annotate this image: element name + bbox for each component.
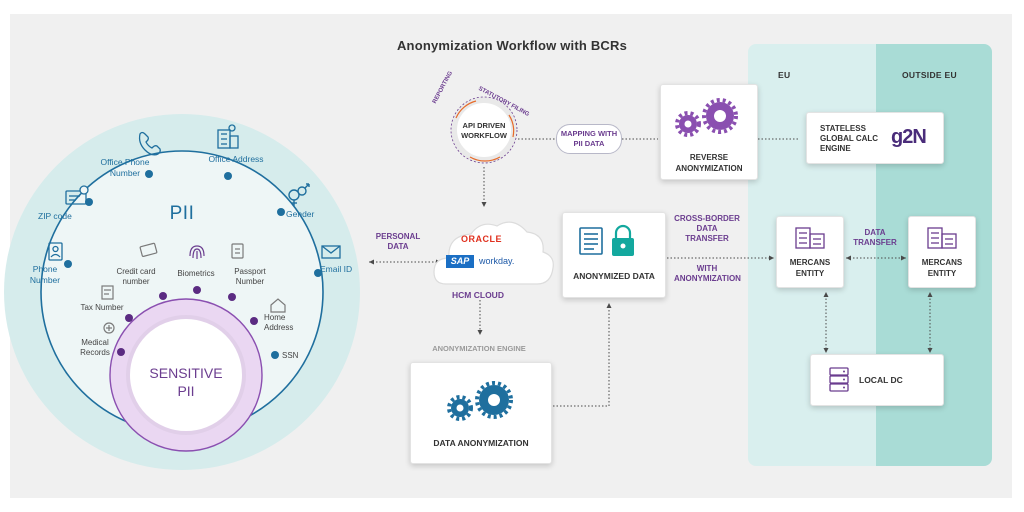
reverse-anonymization-label: REVERSE ANONYMIZATION [675,153,743,173]
passport-label: Passport Number [234,267,266,286]
tax-number-label: Tax Number [80,303,124,312]
pii-title: PII [169,203,195,224]
stateless-engine-label: STATELESS GLOBAL CALC ENGINE [820,124,879,153]
sensitive-pii-title: SENSITIVE PII [149,365,223,399]
engine-to-anonymized-line [553,306,610,407]
credit-card-icon [139,242,158,258]
eu-region-label: EU [778,70,791,80]
credit-card-label: Credit card number [116,267,156,286]
data-anonymization-card: DATA ANONYMIZATION [410,362,552,464]
data-anonymization-label: DATA ANONYMIZATION [433,438,529,448]
document-icon [579,227,603,255]
email-icon [321,245,341,259]
local-dc-label: LOCAL DC [859,375,903,385]
building-icon [217,124,239,149]
office-address-label: Office Address [208,154,264,164]
anonymization-engine-label: ANONYMIZATION ENGINE [432,344,526,353]
mercans-eu-label: MERCANS ENTITY [789,258,831,278]
lock-icon [612,224,634,256]
mercans-outside-label: MERCANS ENTITY [921,258,963,278]
stateless-engine-card: STATELESS GLOBAL CALC ENGINE g2N [806,112,944,164]
pii-ring-dots [64,170,322,359]
gender-label: Gender [286,209,315,219]
reverse-anonymization-card: REVERSE ANONYMIZATION [660,84,758,180]
biometrics-label: Biometrics [177,269,215,278]
gender-icon [288,183,310,206]
zip-card-icon [65,185,89,205]
sensitive-core [126,315,246,435]
passport-icon [231,243,244,259]
local-dc-card: LOCAL DC [810,354,944,406]
sensitive-ring-dots [117,286,258,356]
ssn-label: SSN [282,351,299,360]
diagram-title: Anonymization Workflow with BCRs [396,38,628,53]
sap-logo: SAP [446,255,474,268]
home-address-label: Home Address [264,313,294,332]
home-icon [270,298,286,313]
cross-border-label: CROSS-BORDER DATA TRANSFER [674,214,740,243]
workday-logo: workday. [479,256,515,266]
mapping-pii-pill: MAPPING WITH PII DATA [556,124,622,154]
email-id-label: Email ID [320,264,353,274]
g2n-logo: g2N [891,126,927,148]
hcm-cloud-label: HCM CLOUD [452,290,504,300]
medical-icon [103,322,115,334]
anonymized-data-label: ANONYMIZED DATA [573,271,655,281]
with-anonymization-label: WITH ANONYMIZATION [674,264,741,283]
office-phone-label: Office Phone Number [100,157,150,178]
tax-document-icon [101,285,114,300]
contact-book-icon [48,242,63,261]
personal-data-label: PERSONAL DATA [375,232,421,251]
api-workflow-label: API DRIVEN WORKFLOW [461,121,507,140]
oracle-logo: ORACLE [461,234,502,244]
outside-eu-region-label: OUTSIDE EU [902,70,957,80]
zip-code-label: ZIP code [38,211,72,221]
phone-number-label: Phone Number [29,264,61,285]
medical-records-label: Medical Records [80,338,110,357]
phone-icon [138,131,161,156]
fingerprint-icon [189,245,205,259]
data-transfer-label: DATA TRANSFER [853,228,897,247]
